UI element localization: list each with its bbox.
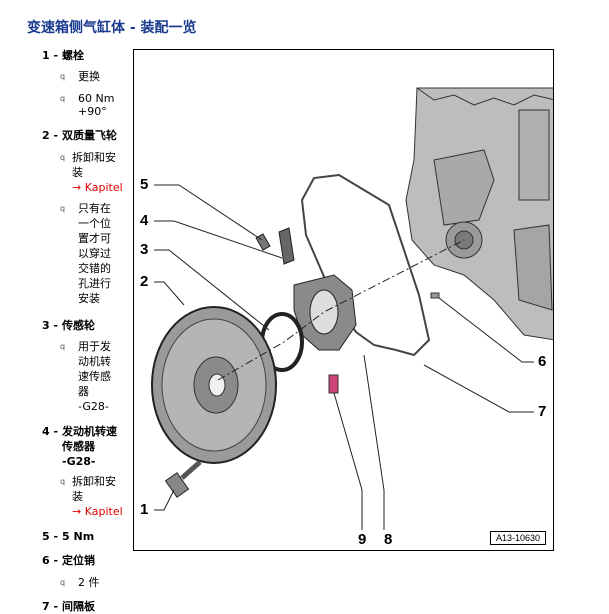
bullet-icon: q [60, 153, 66, 162]
figure-id: A13-10630 [490, 531, 547, 545]
dowel-pin [430, 292, 440, 299]
bullet-icon: q [60, 204, 66, 213]
bullet-icon: q [60, 342, 66, 351]
seal-flange [293, 274, 357, 351]
flywheel-bolt [164, 460, 202, 498]
callout-4: 4 [140, 212, 149, 229]
item-4-label-cont: -G28- [62, 455, 96, 468]
callout-6: 6 [538, 353, 547, 370]
callout-2: 2 [140, 273, 149, 290]
item-7: 7 -间隔板 [42, 600, 95, 613]
exploded-view-figure: 5 4 3 2 1 6 7 9 8 A13-10630 [133, 49, 554, 551]
item-4-label-cont: 传感器 [62, 440, 95, 453]
item-5: 5 -5 Nm [42, 530, 95, 543]
sensor-bolt [255, 233, 271, 251]
item-1: 1 -螺栓 [42, 48, 84, 63]
item-number: 1 - [42, 49, 59, 62]
callout-9: 9 [358, 531, 367, 548]
callout-1: 1 [140, 501, 149, 518]
bolt-9 [328, 374, 339, 394]
kapitel-link[interactable]: → Kapitel [72, 505, 123, 518]
dual-mass-flywheel [151, 306, 277, 464]
exploded-view-drawing [151, 87, 553, 530]
callout-5: 5 [140, 176, 149, 193]
bullet-icon: q [60, 94, 66, 103]
item-6: 6 -定位销 [42, 554, 95, 567]
callout-3: 3 [140, 241, 149, 258]
item-label: 螺栓 [62, 49, 84, 62]
bullet-icon: q [60, 477, 66, 486]
item-2: 2 -双质量飞轮 [42, 129, 117, 142]
bullet-icon: q [60, 578, 66, 587]
kapitel-link[interactable]: → Kapitel [72, 181, 123, 194]
callout-8: 8 [384, 531, 393, 548]
cylinder-block [405, 87, 553, 341]
page-title: 变速箱侧气缸体 - 装配一览 [27, 20, 197, 36]
speed-sensor [278, 227, 295, 265]
bullet-icon: q [60, 72, 66, 81]
callout-7: 7 [538, 403, 547, 420]
item-3: 3 -传感轮 [42, 319, 95, 332]
item-4: 4 -发动机转速 [42, 425, 117, 438]
